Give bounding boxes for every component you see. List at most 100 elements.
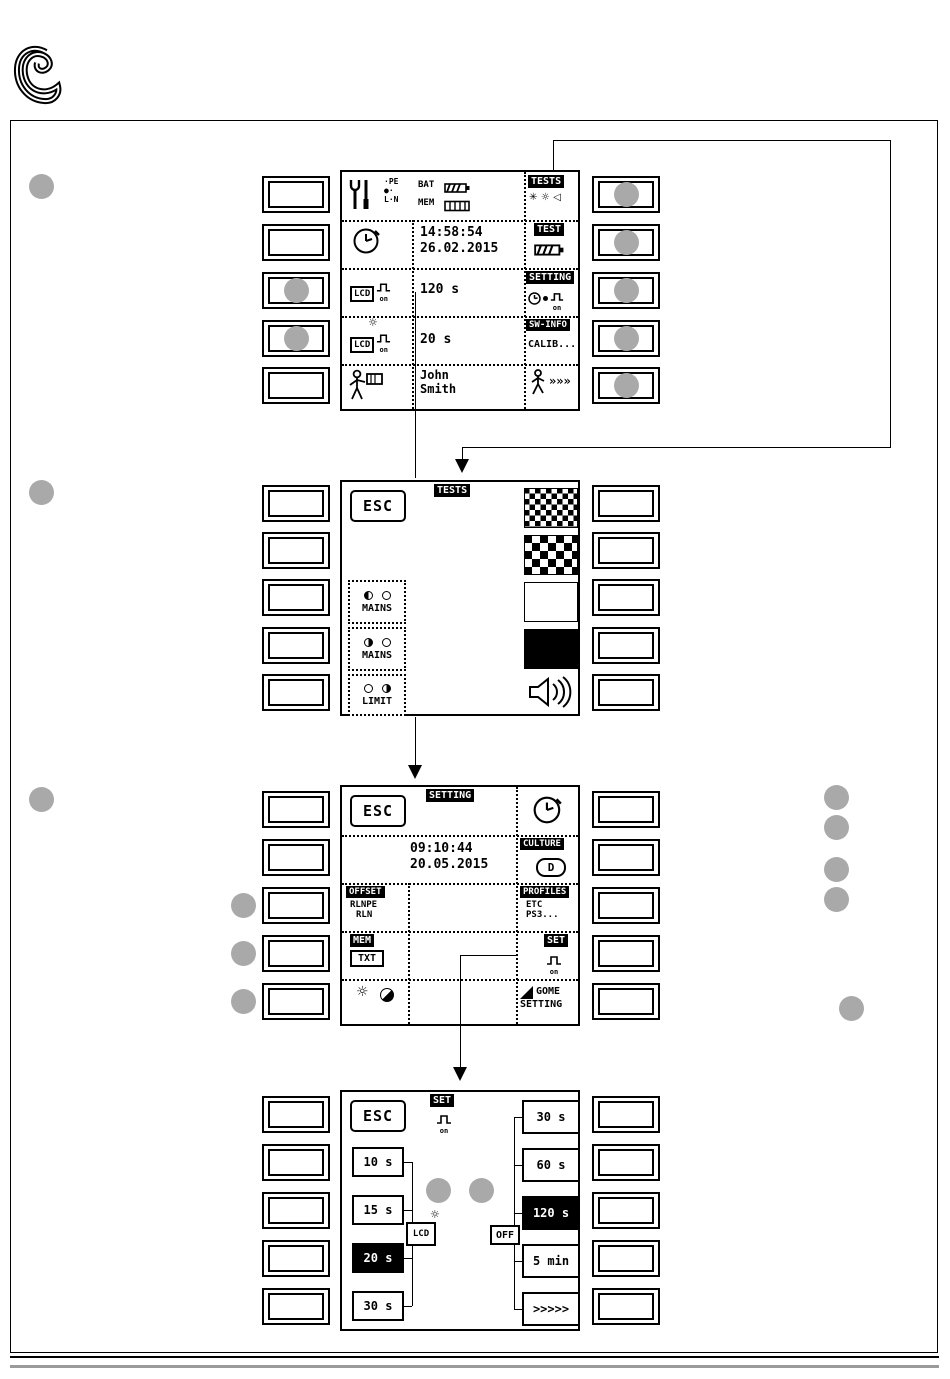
softkey-limit[interactable]: LIMIT (348, 674, 406, 716)
softkey-mains-2[interactable]: MAINS (348, 627, 406, 671)
calib-text: CALIB... (528, 339, 577, 350)
lcd-off-delay-value: 120 s (420, 282, 460, 297)
function-key[interactable] (592, 1096, 660, 1133)
sun-icon: ☼ (368, 316, 378, 329)
option-20s-selected[interactable]: 20 s (352, 1243, 404, 1273)
flow-line (462, 447, 463, 460)
flow-arrow-down (453, 1067, 467, 1081)
callout-dot (29, 787, 54, 812)
function-key[interactable] (592, 839, 660, 876)
function-key[interactable] (262, 1192, 330, 1229)
function-key[interactable] (262, 532, 330, 569)
softkey-tests[interactable]: TESTS (528, 175, 565, 188)
function-key[interactable] (262, 367, 330, 404)
user-first-name: John (420, 368, 449, 382)
softkey-sw-info[interactable]: SW-INFO (526, 319, 570, 331)
softkey-offset[interactable]: OFFSET (346, 886, 385, 898)
connector-line (404, 1306, 412, 1307)
function-key[interactable] (592, 791, 660, 828)
option-30s-right[interactable]: 30 s (522, 1100, 580, 1134)
ramp-icon (520, 986, 533, 999)
function-key[interactable] (592, 1288, 660, 1325)
callout-dot (231, 893, 256, 918)
function-key[interactable] (592, 485, 660, 522)
battery-icon (444, 179, 470, 198)
function-key[interactable] (262, 627, 330, 664)
function-key[interactable] (592, 935, 660, 972)
function-key[interactable] (592, 983, 660, 1020)
option-120s-selected[interactable]: 120 s (522, 1196, 580, 1230)
function-key[interactable] (592, 1192, 660, 1229)
callout-dot (426, 1178, 451, 1203)
lcd-backlight-icon: LCD on (350, 328, 391, 354)
option-15s[interactable]: 15 s (352, 1195, 404, 1225)
function-key[interactable] (262, 887, 330, 924)
culture-value: D (536, 858, 566, 877)
screen-title: SET (430, 1094, 455, 1107)
indicator-lights (363, 637, 391, 647)
flow-line (462, 447, 891, 448)
walking-person-icon (530, 369, 548, 401)
function-key[interactable] (262, 983, 330, 1020)
function-key[interactable] (262, 1096, 330, 1133)
function-key[interactable] (592, 1144, 660, 1181)
divider (342, 931, 578, 933)
esc-button[interactable]: ESC (350, 490, 406, 522)
contrast-icon (380, 988, 394, 1002)
function-key[interactable] (262, 176, 330, 213)
function-key[interactable] (262, 674, 330, 711)
flow-line (890, 140, 891, 448)
option-more[interactable]: >>>>> (522, 1292, 580, 1326)
flow-line (460, 955, 461, 1068)
date-value: 20.05.2015 (410, 857, 489, 872)
softkey-culture[interactable]: CULTURE (520, 838, 564, 850)
sun-icon: ☼ (430, 1208, 440, 1221)
connector-line (514, 1309, 522, 1310)
function-key[interactable] (262, 485, 330, 522)
screen-tests: ESC TESTS MAINS MAINS LIMIT (340, 480, 580, 716)
function-key[interactable] (592, 674, 660, 711)
function-key[interactable] (262, 839, 330, 876)
function-key[interactable] (262, 935, 330, 972)
user-last-name: Smith (420, 382, 457, 396)
function-key[interactable] (592, 532, 660, 569)
function-key[interactable] (262, 1288, 330, 1325)
callout-dot (469, 1178, 494, 1203)
esc-button[interactable]: ESC (350, 795, 406, 827)
softkey-test[interactable]: TEST (534, 223, 565, 236)
callout-dot (824, 887, 849, 912)
screen-title: TESTS (434, 484, 471, 497)
option-30s[interactable]: 30 s (352, 1291, 404, 1321)
callout-dot (231, 989, 256, 1014)
walk-arrows: »»» (549, 374, 571, 388)
connector-line (514, 1117, 522, 1118)
offset-line1: RLNPE (350, 900, 378, 910)
flow-line (553, 140, 554, 171)
function-key[interactable] (592, 887, 660, 924)
esc-button[interactable]: ESC (350, 1100, 406, 1132)
function-key[interactable] (262, 224, 330, 261)
clock-icon (352, 226, 382, 260)
softkey-setting[interactable]: SETTING (526, 271, 575, 284)
display-test-white (524, 582, 578, 622)
function-key[interactable] (592, 1240, 660, 1277)
screen-setting: ESC SETTING 09:10:44 20.05.2015 CULTURE … (340, 785, 580, 1026)
connector-line (404, 1258, 412, 1259)
function-key[interactable] (262, 579, 330, 616)
function-key[interactable] (262, 791, 330, 828)
softkey-set[interactable]: SET (544, 934, 569, 947)
callout-dot (614, 326, 639, 351)
option-10s[interactable]: 10 s (352, 1147, 404, 1177)
softkey-mem[interactable]: MEM (350, 934, 375, 947)
option-5min[interactable]: 5 min (522, 1244, 580, 1278)
function-key[interactable] (262, 1144, 330, 1181)
function-key[interactable] (592, 579, 660, 616)
softkey-profiles[interactable]: PROFILES (520, 886, 570, 898)
function-key[interactable] (592, 627, 660, 664)
softkey-mains-1[interactable]: MAINS (348, 580, 406, 624)
option-60s[interactable]: 60 s (522, 1148, 580, 1182)
clock-icon (532, 794, 564, 830)
function-key[interactable] (262, 1240, 330, 1277)
callout-dot (614, 182, 639, 207)
